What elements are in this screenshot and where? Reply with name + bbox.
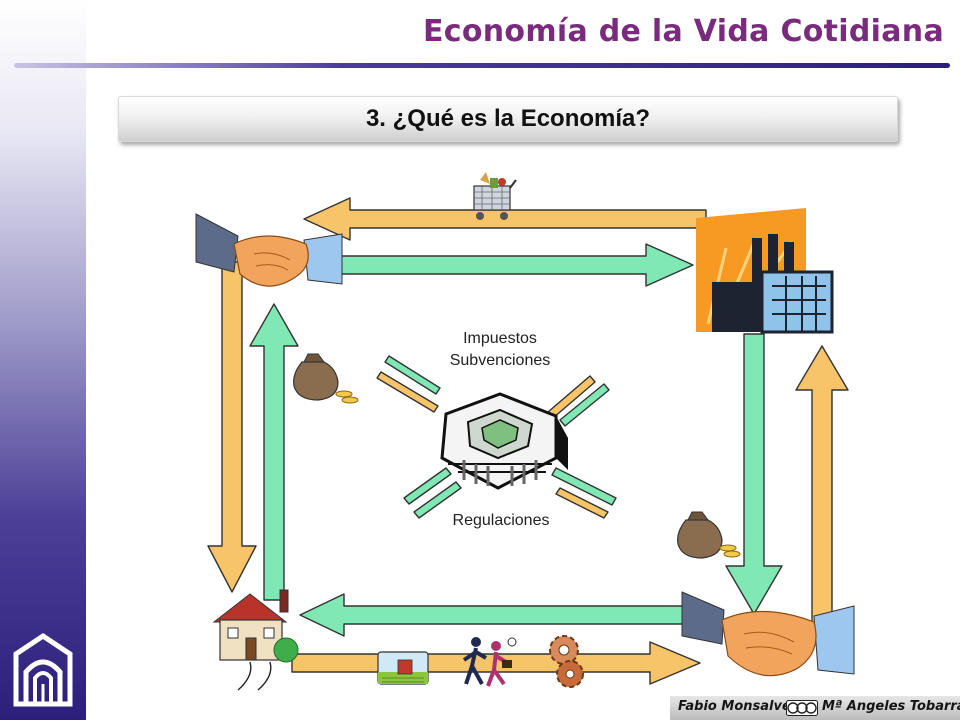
workers-icon xyxy=(462,637,517,687)
house-icon xyxy=(212,589,299,691)
gov-arrows-top-left xyxy=(376,355,441,413)
header-rule xyxy=(14,63,950,68)
creative-commons-badge-icon xyxy=(786,700,818,716)
right-orange-arrow xyxy=(795,345,849,641)
money-bag-icon xyxy=(293,353,359,404)
right-green-arrow xyxy=(725,333,783,615)
footer-credits: Fabio Monsalve Mª Angeles Tobarra xyxy=(670,696,960,720)
left-green-arrow xyxy=(249,303,299,601)
shopping-cart-icon xyxy=(473,172,517,220)
footer-author-right: Mª Angeles Tobarra xyxy=(822,699,960,714)
handshake-icon-bottom xyxy=(681,591,855,677)
top-green-arrow xyxy=(339,243,694,287)
government-building-icon xyxy=(440,392,568,490)
farm-icon xyxy=(377,651,429,685)
sidebar-gradient xyxy=(0,0,86,720)
header-title: Economía de la Vida Cotidiana xyxy=(422,14,944,49)
footer-author-left: Fabio Monsalve xyxy=(678,699,791,714)
left-orange-arrow xyxy=(207,261,257,593)
section-title-box: 3. ¿Qué es la Economía? xyxy=(118,96,898,142)
university-logo-icon xyxy=(13,632,73,707)
label-regulaciones: Regulaciones xyxy=(452,512,550,529)
label-impuestos: Impuestos xyxy=(463,330,537,347)
gov-arrows-bottom-left xyxy=(403,467,462,519)
factory-icon xyxy=(696,208,834,334)
gov-arrows-top-right xyxy=(547,375,610,427)
gov-arrows-bottom-right xyxy=(551,467,617,519)
bottom-green-arrow xyxy=(299,593,689,637)
handshake-icon xyxy=(195,213,343,287)
gears-icon xyxy=(549,635,584,688)
label-subvenciones: Subvenciones xyxy=(449,352,551,369)
money-bag-icon-right xyxy=(677,511,741,559)
section-title: 3. ¿Qué es la Economía? xyxy=(365,105,651,132)
